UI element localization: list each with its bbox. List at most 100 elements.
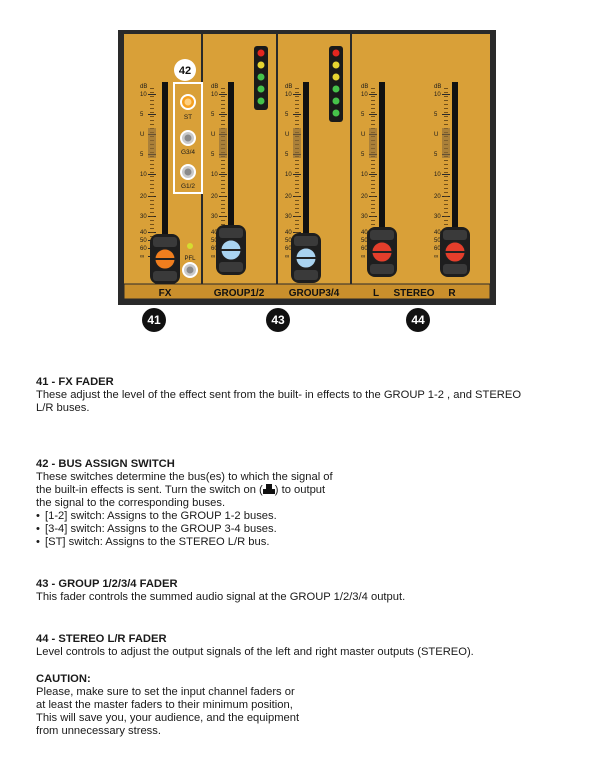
meter-led — [332, 73, 340, 81]
switch-st-label: ST — [184, 114, 192, 121]
scale-mark-label: 30 — [140, 214, 147, 220]
group34-fader-knob[interactable] — [291, 233, 321, 283]
bus-assign-body-line: These switches determine the bus(es) to … — [36, 471, 333, 483]
meter-led — [332, 85, 340, 93]
scale-mark-label: 60 — [434, 246, 441, 252]
bus-assign-body-part: ) to output — [274, 484, 326, 496]
scale-tick — [148, 94, 156, 95]
scale-tick — [219, 174, 227, 175]
caution-body-line: at least the master faders to their mini… — [36, 699, 293, 711]
strip-label-stereo: STEREO — [393, 288, 434, 299]
group12-fader-knob[interactable] — [216, 225, 246, 275]
bus-assign-body-line: the built-in effects is sent. Turn the s… — [36, 484, 581, 497]
stereo-fader-body-line: Level controls to adjust the output sign… — [36, 646, 474, 658]
switch-g34-label: G3/4 — [181, 149, 195, 156]
scale-mark-label: U — [140, 132, 144, 138]
scale-tick — [293, 94, 301, 95]
scale-mark-label: 5 — [211, 112, 215, 118]
fx-fader-body-line: These adjust the level of the effect sen… — [36, 389, 522, 401]
meter-led — [257, 85, 265, 93]
caution-body-line: Please, make sure to set the input chann… — [36, 686, 295, 698]
scale-mark-label: 5 — [285, 112, 289, 118]
scale-texture — [293, 128, 301, 158]
scale-mark-label: 5 — [361, 112, 365, 118]
scale-tick — [369, 94, 377, 95]
bus-assign-body-line: the signal to the corresponding buses. — [36, 497, 226, 509]
stereo-l-fader-knob[interactable] — [367, 227, 397, 277]
scale-mark-label: ∞ — [211, 254, 215, 260]
scale-mark-label: 50 — [434, 238, 441, 244]
scale-tick — [369, 114, 377, 115]
scale-mark-label: 40 — [211, 230, 218, 236]
scale-mark-label: 5 — [434, 112, 438, 118]
scale-mark-label: U — [434, 132, 438, 138]
meter-led — [332, 61, 340, 69]
scale-tick — [219, 94, 227, 95]
scale-mark-label: 10 — [140, 92, 147, 98]
stereo-fader-heading: 44 - STEREO L/R FADER — [36, 633, 167, 645]
scale-mark-label: 10 — [361, 92, 368, 98]
fader-track — [303, 82, 309, 270]
db-label: dB — [361, 84, 368, 90]
callout-44-label: 44 — [411, 313, 425, 327]
fader-track — [379, 82, 385, 270]
fader-track — [228, 82, 234, 270]
db-label: dB — [140, 84, 147, 90]
scale-mark-label: 20 — [361, 194, 368, 200]
callout-43-badge: 43 — [266, 308, 290, 332]
callout-43-label: 43 — [271, 313, 285, 327]
bus-assign-bullet: [ST] switch: Assigns to the STEREO L/R b… — [36, 536, 581, 549]
callout-41-badge: 41 — [142, 308, 166, 332]
strip-label-group34: GROUP3/4 — [289, 288, 340, 299]
scale-tick — [293, 114, 301, 115]
fx-fader-heading: 41 - FX FADER — [36, 376, 114, 388]
scale-mark-label: 50 — [285, 238, 292, 244]
strip-label-fx: FX — [159, 288, 172, 299]
scale-mark-label: 5 — [285, 152, 289, 158]
scale-tick — [148, 114, 156, 115]
label-bar — [123, 283, 491, 300]
scale-mark-label: 60 — [140, 246, 147, 252]
stereo-r-fader-knob[interactable] — [440, 227, 470, 277]
fx-fader-knob[interactable] — [150, 234, 180, 284]
mixer-panel-illustration: dB105U5102030405060∞dB105U5102030405060∞… — [118, 30, 496, 305]
callout-41-label: 41 — [147, 313, 161, 327]
scale-mark-label: 10 — [361, 172, 368, 178]
scale-mark-label: 5 — [211, 152, 215, 158]
section-group-fader: 43 - GROUP 1/2/3/4 FADER This fader cont… — [36, 578, 581, 604]
pfl-led — [187, 243, 193, 249]
scale-mark-label: 10 — [211, 92, 218, 98]
scale-tick — [293, 174, 301, 175]
strip-label-r: R — [448, 288, 456, 299]
scale-mark-label: 10 — [434, 172, 441, 178]
scale-mark-label: 10 — [211, 172, 218, 178]
bus-assign-bullet: [3-4] switch: Assigns to the GROUP 3-4 b… — [36, 523, 581, 536]
strip-divider — [350, 34, 352, 299]
scale-mark-label: 10 — [140, 172, 147, 178]
fader-track — [452, 82, 458, 270]
scale-tick — [442, 174, 450, 175]
meter-led — [332, 97, 340, 105]
scale-mark-label: 40 — [140, 230, 147, 236]
scale-tick — [369, 174, 377, 175]
scale-mark-label: 60 — [285, 246, 292, 252]
scale-mark-label: U — [285, 132, 289, 138]
scale-mark-label: 5 — [434, 152, 438, 158]
bus-assign-bullet-list: [1-2] switch: Assigns to the GROUP 1-2 b… — [36, 510, 581, 549]
scale-mark-label: 30 — [211, 214, 218, 220]
strip-divider — [276, 34, 278, 299]
meter-led — [257, 61, 265, 69]
caution-body-line: from unnecessary stress. — [36, 725, 161, 737]
scale-mark-label: 20 — [285, 194, 292, 200]
scale-mark-label: ∞ — [140, 254, 144, 260]
bus-assign-box — [173, 82, 203, 194]
strip-label-group12: GROUP1/2 — [214, 288, 265, 299]
callout-44-badge: 44 — [406, 308, 430, 332]
scale-mark-label: 5 — [361, 152, 365, 158]
scale-mark-label: 10 — [434, 92, 441, 98]
scale-mark-label: 20 — [211, 194, 218, 200]
scale-mark-label: U — [211, 132, 215, 138]
bus-assign-heading: 42 - BUS ASSIGN SWITCH — [36, 458, 175, 470]
scale-mark-label: 20 — [140, 194, 147, 200]
bus-assign-body-part: the built-in effects is sent. Turn the s… — [36, 484, 263, 496]
